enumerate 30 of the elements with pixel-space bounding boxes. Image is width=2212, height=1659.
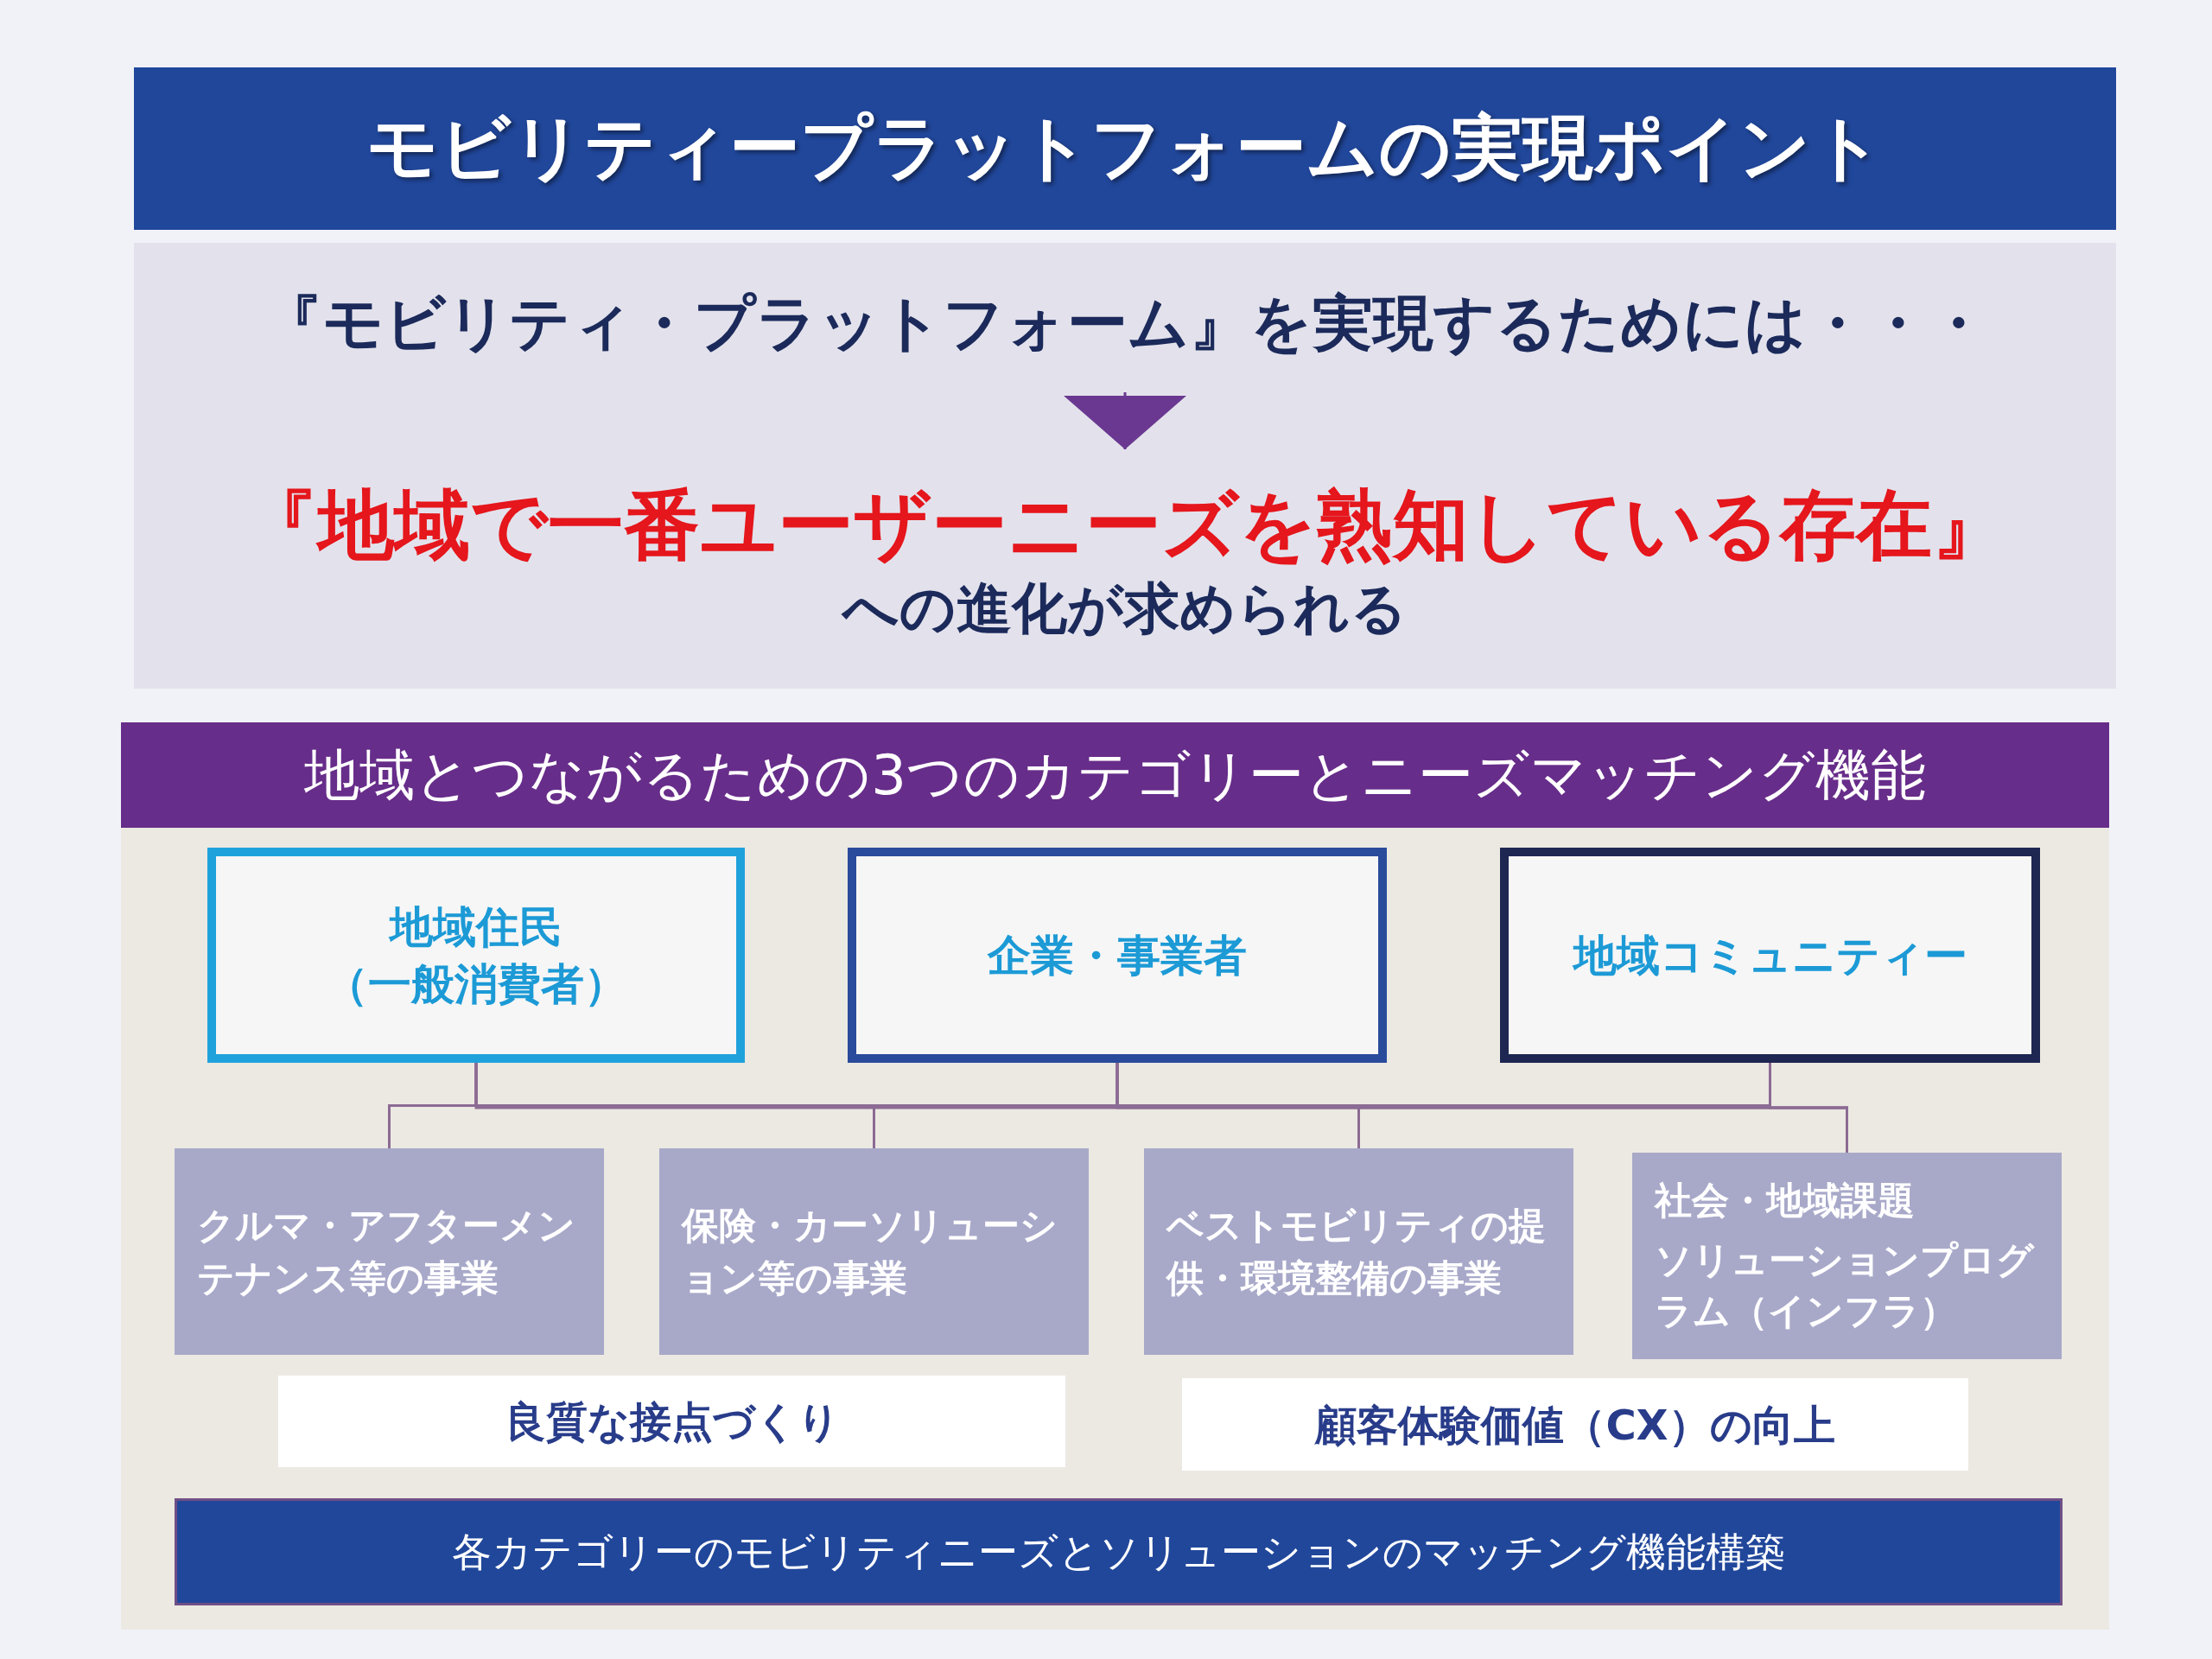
- box-label: 顧客体験価値（CX）の向上: [1315, 1399, 1835, 1451]
- section-heading: 地域とつながるための3つのカテゴリーとニーズマッチング機能: [121, 722, 2109, 828]
- bar-text: 各カテゴリーのモビリティニーズとソリューションのマッチング機能構築: [452, 1528, 1785, 1577]
- business-box: [659, 1148, 1089, 1355]
- box-text: クルマ・アフターメンテナンス等の事業: [197, 1202, 576, 1301]
- category-box: [848, 848, 1387, 1063]
- box-text: 保険・カーソリューション等の事業: [682, 1202, 1058, 1301]
- box-label: 地域コミュニティー: [1573, 929, 1967, 982]
- category-box: [1500, 848, 2040, 1063]
- highlight-text: 『地域で一番ユーザーニーズを熟知している存在』: [242, 480, 2008, 570]
- lead-text: 『モビリティ・プラットフォーム』を実現するためには・・・: [262, 287, 1988, 360]
- business-box: [175, 1148, 604, 1355]
- label-box: [1182, 1378, 1968, 1471]
- business-box: [1632, 1153, 2062, 1359]
- box-label: 企業・事業者: [988, 929, 1247, 982]
- connector-line: [1769, 1063, 1848, 1153]
- panel: [134, 243, 2116, 689]
- box-text: ソリューションプログラム（インフラ）: [1655, 1237, 2036, 1334]
- arrow: [1064, 392, 1186, 449]
- box-label: 地域住民（一般消費者）: [324, 900, 628, 1011]
- title-banner: モビリティープラットフォームの実現ポイント: [134, 67, 2116, 230]
- section-panel: [121, 722, 2109, 1630]
- box-text: ベストモビリティの提供・環境整備の事業: [1166, 1202, 1547, 1301]
- body-text: への進化が求められる: [842, 575, 1408, 642]
- business-box: [1144, 1148, 1573, 1355]
- category-box: [207, 848, 745, 1063]
- box-label: 良質な接点づくり: [504, 1396, 840, 1447]
- box-heading: 社会・地域課題: [1655, 1178, 1915, 1224]
- banner-bar: [175, 1498, 2063, 1605]
- label-box: [278, 1376, 1065, 1467]
